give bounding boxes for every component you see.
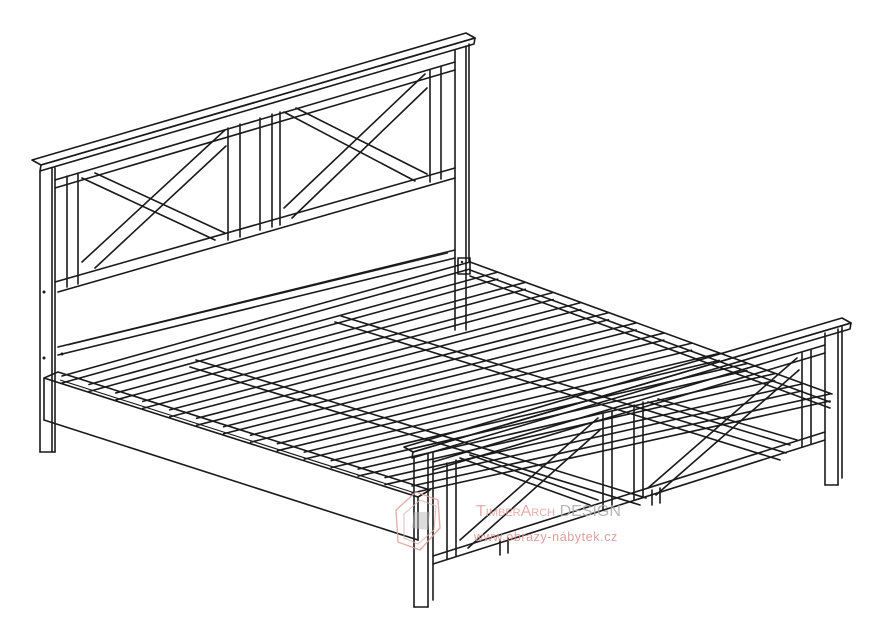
slat-edge bbox=[88, 271, 499, 386]
slat-edge bbox=[249, 339, 665, 444]
slat-edge bbox=[61, 268, 471, 384]
slat-edge bbox=[303, 352, 721, 453]
slat-edge bbox=[276, 349, 693, 452]
center-support bbox=[189, 315, 787, 556]
watermark-url: www.obrazy-nábytek.cz bbox=[473, 530, 618, 544]
slat-edge bbox=[115, 288, 527, 401]
footboard-cross-right bbox=[647, 357, 800, 496]
slat-edge bbox=[276, 342, 693, 445]
headboard-top-cap bbox=[31, 32, 476, 166]
slat-edge bbox=[384, 383, 804, 479]
slat-edge bbox=[115, 281, 527, 394]
slat-edge bbox=[384, 390, 804, 486]
svg-text:TimberArch DESIGN: TimberArch DESIGN bbox=[476, 503, 621, 520]
headboard-left-post bbox=[39, 167, 56, 453]
watermark: TimberArch DESIGN www.obrazy-nábytek.cz bbox=[395, 491, 621, 551]
slat-base bbox=[61, 261, 831, 494]
headboard-cross-right bbox=[283, 73, 428, 219]
slat-edge bbox=[249, 332, 665, 437]
slat-edge bbox=[61, 261, 471, 377]
headboard-cap-underside bbox=[39, 37, 476, 172]
slat-edge bbox=[88, 278, 499, 393]
footboard bbox=[403, 317, 852, 608]
slat-edge bbox=[141, 298, 554, 410]
watermark-logo-icon bbox=[395, 491, 441, 551]
footboard-cross-left bbox=[459, 417, 601, 549]
slat-edge bbox=[141, 291, 554, 403]
slat-edge bbox=[411, 400, 831, 494]
slat-edge bbox=[411, 393, 831, 487]
slat-edge bbox=[222, 322, 637, 428]
watermark-brand: TimberArch bbox=[476, 503, 555, 520]
slat-edge bbox=[195, 318, 610, 427]
slat-edge bbox=[168, 301, 582, 411]
watermark-brand-suffix: DESIGN bbox=[555, 503, 621, 520]
slat-edge bbox=[195, 311, 610, 420]
slat-edge bbox=[168, 308, 582, 418]
slat-edge bbox=[222, 329, 637, 435]
headboard-cross-left bbox=[81, 129, 227, 269]
slat-edge bbox=[330, 369, 748, 469]
slat-edge bbox=[303, 359, 721, 460]
